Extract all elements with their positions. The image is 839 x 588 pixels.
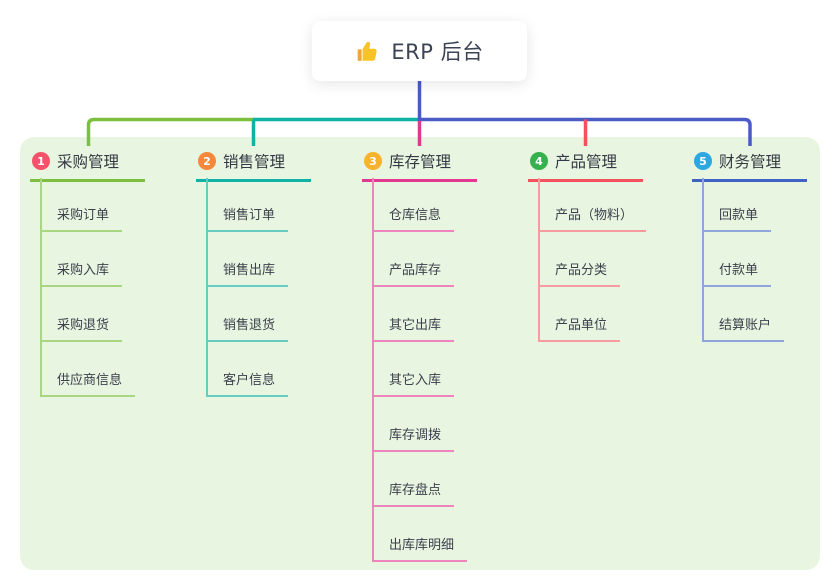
branch-inventory: 3 库存管理 仓库信息 产品库存 其它出库 其它入库 库存调拨 库存盘点 出库库…	[362, 148, 522, 562]
branch-header-purchase[interactable]: 1 采购管理	[30, 148, 145, 182]
branch-number-badge: 1	[32, 152, 50, 170]
child-node[interactable]: 产品分类	[538, 259, 621, 287]
branch-header-finance[interactable]: 5 财务管理	[692, 148, 807, 182]
branch-sales: 2 销售管理 销售订单 销售出库 销售退货 客户信息	[196, 148, 356, 397]
branch-number-badge: 4	[530, 152, 548, 170]
child-node[interactable]: 客户信息	[206, 369, 289, 397]
child-node[interactable]: 采购退货	[40, 314, 123, 342]
branch-header-product[interactable]: 4 产品管理	[528, 148, 643, 182]
branch-product: 4 产品管理 产品（物料） 产品分类 产品单位	[528, 148, 688, 342]
child-node[interactable]: 产品库存	[372, 259, 455, 287]
child-node[interactable]: 销售出库	[206, 259, 289, 287]
child-node[interactable]: 其它入库	[372, 369, 455, 397]
child-node[interactable]: 仓库信息	[372, 204, 455, 232]
branch-spine-line	[702, 178, 704, 340]
branch-finance: 5 财务管理 回款单 付款单 结算账户	[692, 148, 839, 342]
branch-header-sales[interactable]: 2 销售管理	[196, 148, 311, 182]
child-node[interactable]: 采购订单	[40, 204, 123, 232]
branch-purchase: 1 采购管理 采购订单 采购入库 采购退货 供应商信息	[30, 148, 190, 397]
branch-label: 产品管理	[555, 153, 618, 171]
branch-label: 销售管理	[223, 153, 286, 171]
child-node[interactable]: 回款单	[702, 204, 772, 232]
child-node[interactable]: 销售订单	[206, 204, 289, 232]
branch-label: 财务管理	[719, 153, 782, 171]
branches-panel	[20, 137, 820, 570]
child-node[interactable]: 供应商信息	[40, 369, 136, 397]
child-node[interactable]: 其它出库	[372, 314, 455, 342]
branch-header-inventory[interactable]: 3 库存管理	[362, 148, 477, 182]
child-node[interactable]: 采购入库	[40, 259, 123, 287]
child-node[interactable]: 出库库明细	[372, 534, 468, 562]
child-node[interactable]: 销售退货	[206, 314, 289, 342]
branch-label: 库存管理	[389, 153, 452, 171]
root-label: ERP 后台	[391, 40, 484, 64]
child-node[interactable]: 库存调拨	[372, 424, 455, 452]
branch-spine-line	[372, 178, 374, 560]
child-node[interactable]: 付款单	[702, 259, 772, 287]
child-node[interactable]: 产品（物料）	[538, 204, 647, 232]
child-node[interactable]: 结算账户	[702, 314, 785, 342]
root-node[interactable]: ERP 后台	[312, 21, 527, 81]
branch-number-badge: 2	[198, 152, 216, 170]
thumbs-up-icon	[355, 38, 381, 64]
child-node[interactable]: 产品单位	[538, 314, 621, 342]
branch-number-badge: 5	[694, 152, 712, 170]
child-node[interactable]: 库存盘点	[372, 479, 455, 507]
branch-number-badge: 3	[364, 152, 382, 170]
branch-label: 采购管理	[57, 153, 120, 171]
branch-spine-line	[538, 178, 540, 340]
